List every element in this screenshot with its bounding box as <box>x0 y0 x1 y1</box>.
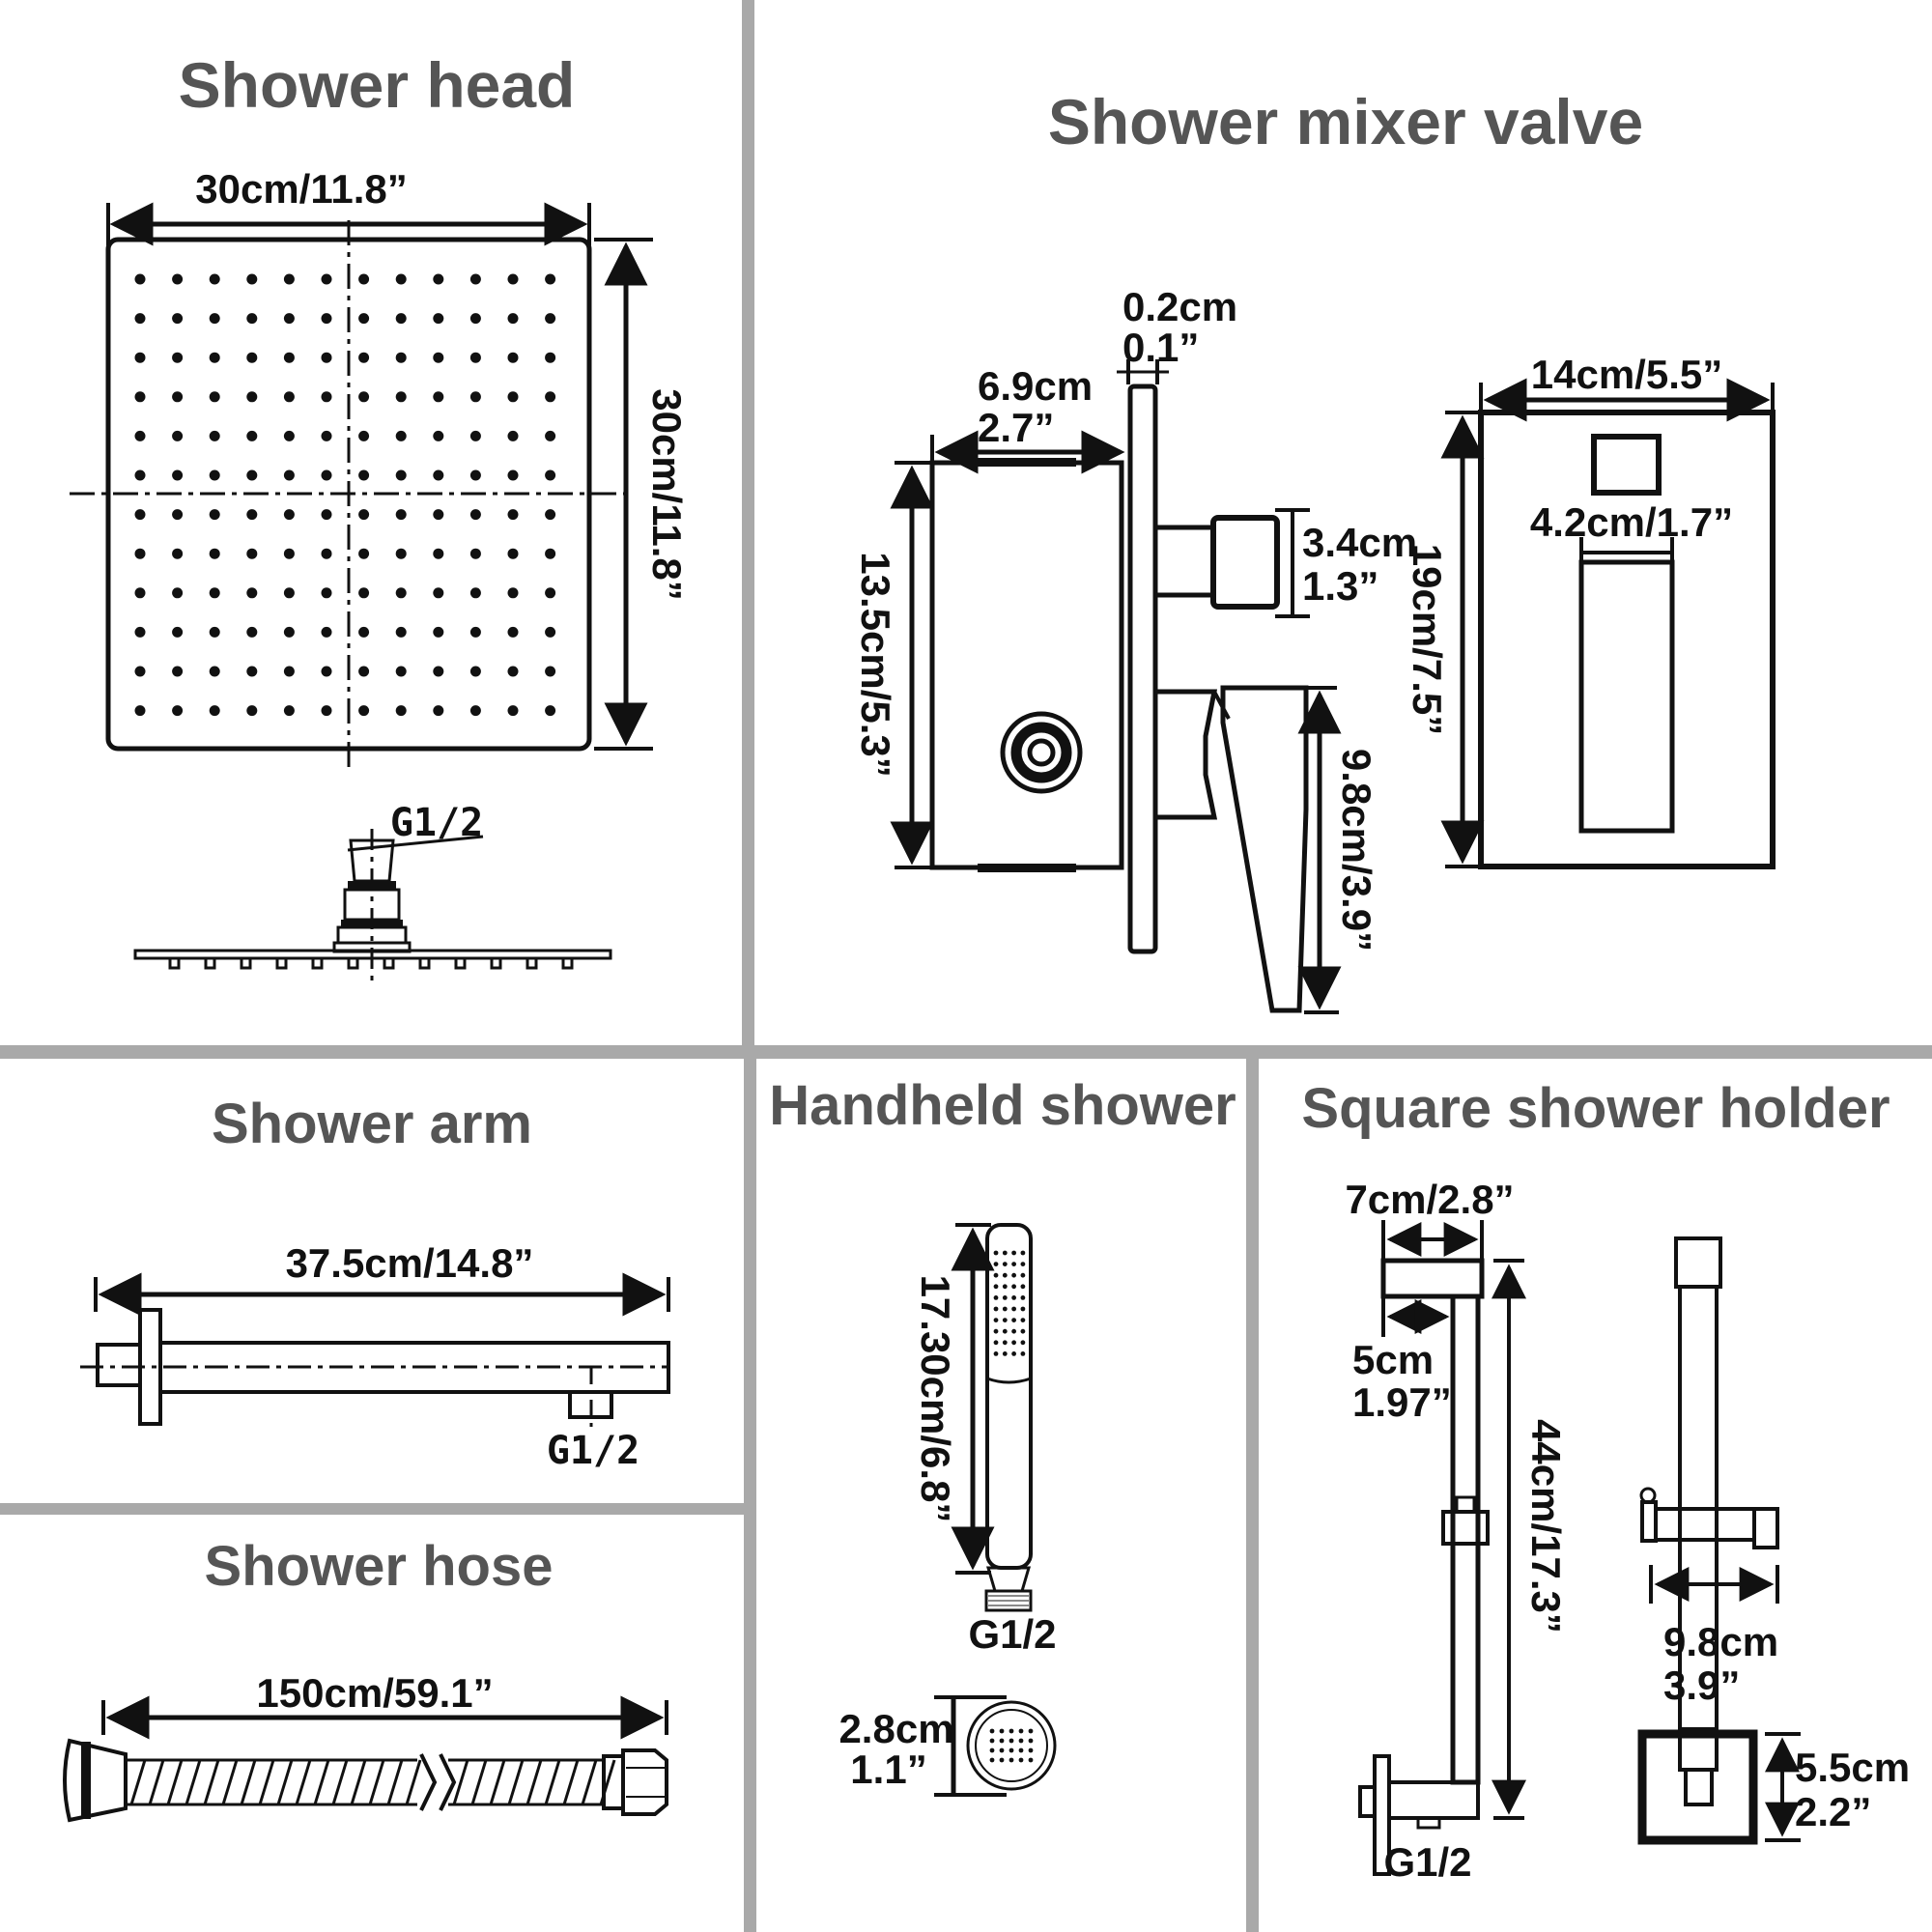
holder-bracket-label: 7cm/2.8” <box>1345 1177 1515 1222</box>
trim-height-label: 19cm/7.5” <box>1405 543 1450 736</box>
trim-cutout-label: 4.2cm/1.7” <box>1529 499 1734 545</box>
side-nozzles <box>168 956 574 970</box>
holder-side-drawing <box>1358 1220 1526 1876</box>
handheld-diameter-cm: 2.8cm <box>838 1706 954 1751</box>
handheld-length-label: 17.30cm/6.8” <box>913 1274 958 1523</box>
valve-handle-label: 9.8cm/3.9” <box>1334 748 1379 952</box>
mixer-valve-side-drawing <box>890 359 1342 1014</box>
holder-offset-cm: 5cm <box>1352 1337 1435 1382</box>
holder-offset-in: 1.97” <box>1352 1379 1452 1425</box>
shower-head-height-label: 30cm/11.8” <box>644 388 690 601</box>
valve-plate-thickness-in: 0.1” <box>1122 325 1200 370</box>
holder-width-in: 3.9” <box>1663 1662 1741 1708</box>
shower-head-side-drawing <box>133 829 612 981</box>
handheld-shower-drawing <box>934 1223 1057 1797</box>
valve-knob-cm: 3.4cm <box>1302 520 1418 565</box>
valve-body-width-cm: 6.9cm <box>978 363 1094 409</box>
holder-width-cm: 9.8cm <box>1663 1619 1779 1664</box>
shower-head-face-drawing <box>70 202 653 771</box>
holder-bar-label: 44cm/17.3” <box>1523 1419 1569 1634</box>
divider-top-vertical <box>742 0 754 1059</box>
shower-hose-length-label: 150cm/59.1” <box>256 1670 494 1716</box>
hose-ribs-right <box>452 1759 616 1805</box>
mixer-valve-front-drawing <box>1440 378 1776 869</box>
holder-title: Square shower holder <box>1301 1077 1890 1140</box>
handheld-thread-label: G1/2 <box>968 1611 1057 1657</box>
handheld-top-dots <box>989 1728 1034 1763</box>
handheld-title: Handheld shower <box>769 1074 1236 1137</box>
holder-base-in: 2.2” <box>1795 1789 1872 1834</box>
divider-left-column <box>0 1503 744 1515</box>
valve-body-width-in: 2.7” <box>978 405 1055 450</box>
valve-knob-in: 1.3” <box>1302 563 1379 609</box>
mixer-valve-title: Shower mixer valve <box>1047 86 1644 157</box>
shower-head-thread-label: G1/2 <box>389 801 484 845</box>
trim-width-label: 14cm/5.5” <box>1530 352 1723 397</box>
holder-front-drawing <box>1637 1236 1801 1845</box>
divider-horizontal <box>0 1045 1932 1059</box>
holder-thread-label: G1/2 <box>1383 1839 1472 1885</box>
shower-arm-title: Shower arm <box>212 1093 532 1155</box>
divider-bottom-vertical-1 <box>744 1059 756 1932</box>
shower-hose-drawing <box>63 1695 668 1823</box>
shower-head-width-label: 30cm/11.8” <box>195 166 408 212</box>
nozzle-dot-grid <box>134 273 556 717</box>
shower-head-title: Shower head <box>178 49 576 121</box>
hose-ribs-left <box>129 1759 422 1805</box>
valve-body-height-label: 13.5cm/5.3” <box>853 552 898 778</box>
holder-base-cm: 5.5cm <box>1795 1745 1911 1790</box>
shower-arm-length-label: 37.5cm/14.8” <box>285 1240 534 1286</box>
valve-plate-thickness-cm: 0.2cm <box>1122 284 1238 329</box>
divider-bottom-vertical-2 <box>1246 1059 1259 1932</box>
shower-arm-thread-label: G1/2 <box>546 1429 640 1473</box>
shower-arm-drawing <box>80 1272 670 1428</box>
handheld-face-dots <box>993 1250 1026 1356</box>
handheld-diameter-in: 1.1” <box>850 1747 927 1792</box>
shower-hose-title: Shower hose <box>204 1535 554 1598</box>
